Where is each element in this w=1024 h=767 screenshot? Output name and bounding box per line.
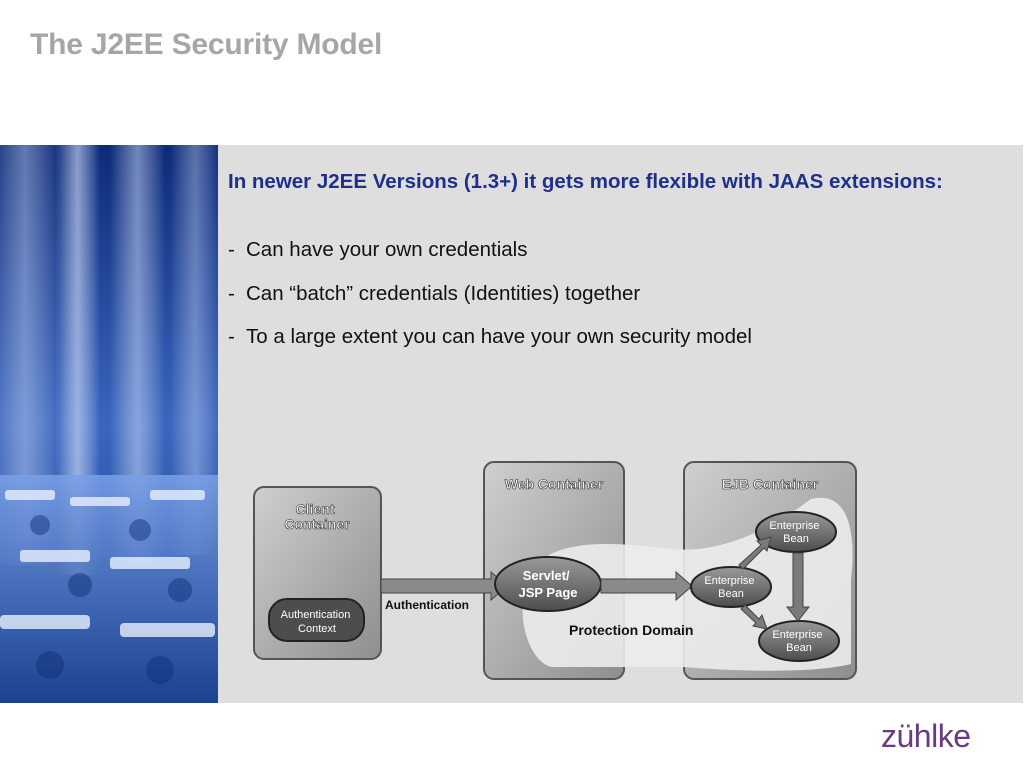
enterprise-bean-bottom-label: Enterprise Bean [772,629,825,654]
protection-domain-label: Protection Domain [569,622,693,638]
bean-top-to-bottom-arrow [785,552,811,622]
bullet-dash: - [228,282,235,305]
client-container-label: Client Container [284,501,350,532]
bullet-text: To a large extent you can have your own … [246,325,752,348]
enterprise-bean-bottom-oval [758,620,840,662]
bullet-text: Can “batch” credentials (Identities) tog… [246,282,641,305]
servlet-jsp-label: Servlet/ JSP Page [518,568,577,600]
servlet-to-bean-arrow [600,570,693,602]
bean-left-to-top-arrow [738,536,772,570]
enterprise-bean-left-label: Enterprise Bean [704,575,757,600]
bullet-dash: - [228,238,235,261]
authentication-label: Authentication [385,598,469,612]
enterprise-bean-top-label: Enterprise Bean [769,520,822,545]
ejb-container-label: EJB Container [722,476,819,492]
slide-title: The J2EE Security Model [30,28,383,61]
puzzle-background-image [0,145,218,703]
bullet-item: - Can “batch” credentials (Identities) t… [228,282,640,306]
bullet-dash: - [228,325,235,348]
bean-left-to-bottom-arrow [740,604,768,630]
enterprise-bean-left-oval [690,566,772,608]
web-container-label: Web Container [505,476,604,492]
bullet-item: - To a large extent you can have your ow… [228,325,752,349]
authentication-context-oval [268,598,365,642]
authentication-context-label: Authentication Context [281,609,354,635]
bullet-item: - Can have your own credentials [228,238,527,262]
servlet-jsp-oval [494,556,602,612]
enterprise-bean-top-oval [755,511,837,553]
bullet-text: Can have your own credentials [246,238,528,261]
zuhlke-logo: zühlke [881,718,971,754]
security-architecture-diagram: Client Container Authentication Context … [251,459,861,684]
section-heading: In newer J2EE Versions (1.3+) it gets mo… [228,170,943,193]
